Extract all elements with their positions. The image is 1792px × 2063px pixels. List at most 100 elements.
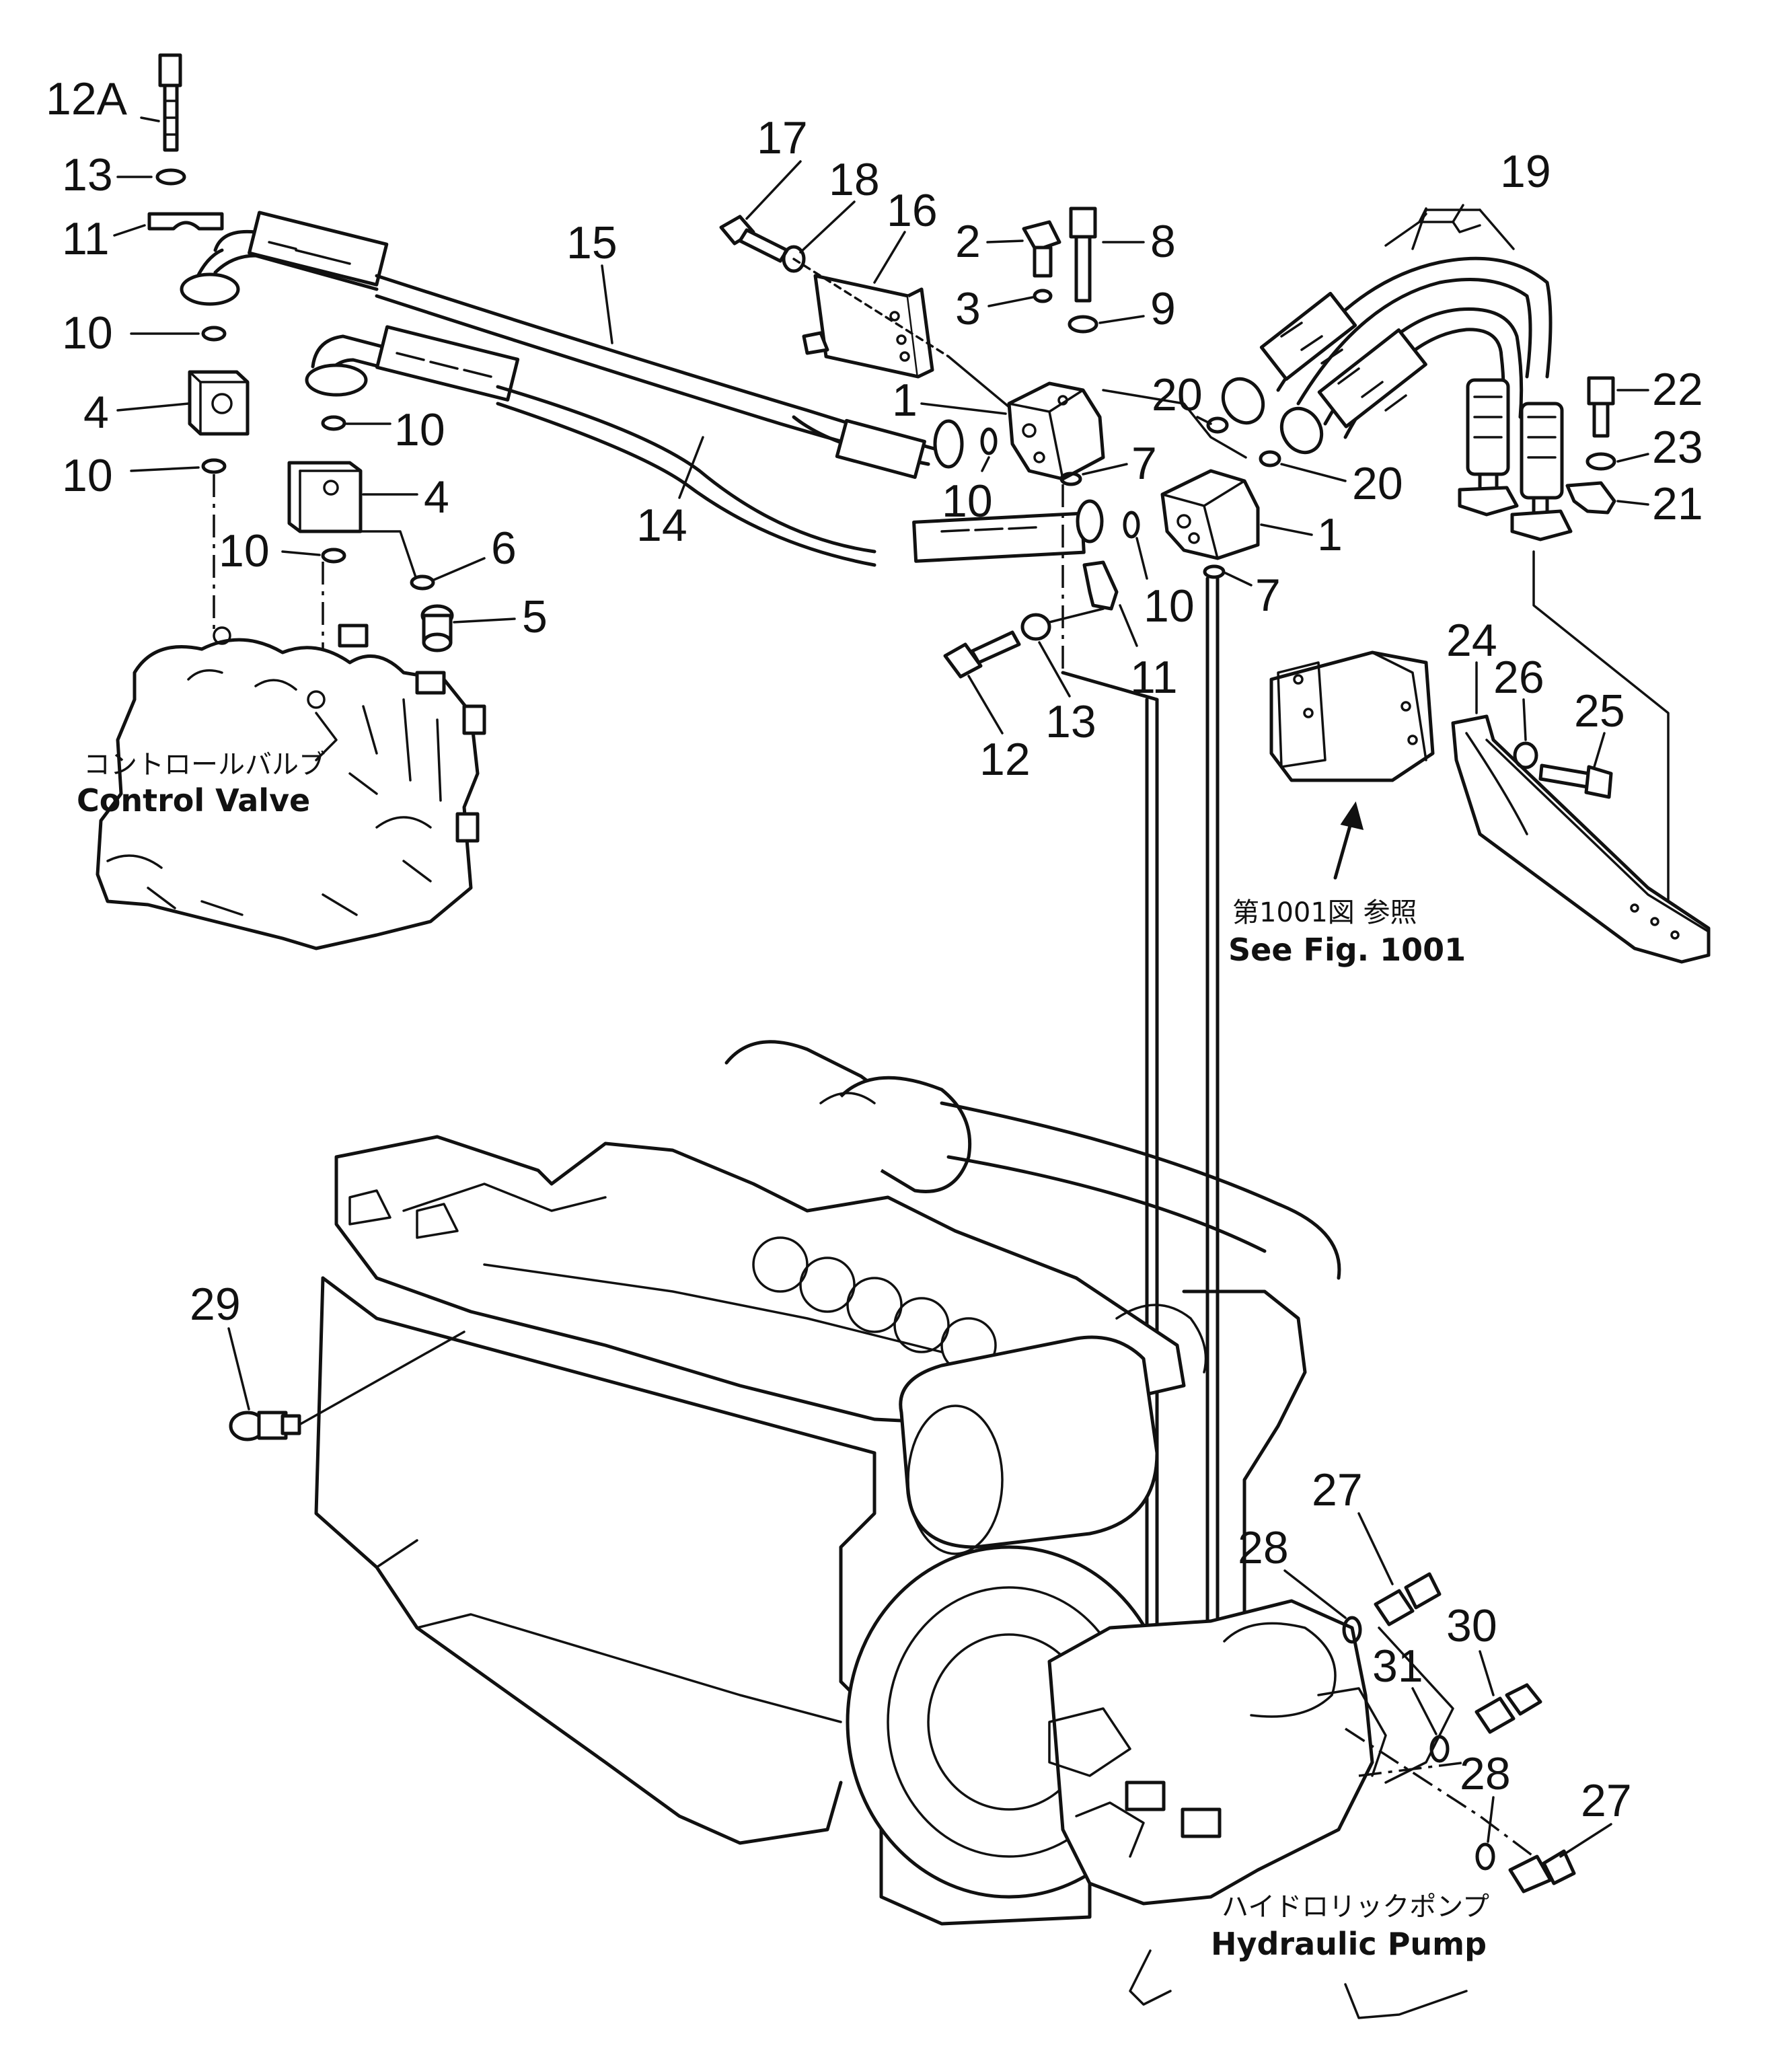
bolt-8-drawing (1069, 207, 1097, 303)
callout-11-b: 11 (1130, 652, 1178, 703)
callout-24: 24 (1446, 615, 1497, 666)
callout-27-a: 27 (1312, 1464, 1363, 1515)
fitting-29-drawing (229, 1330, 465, 1441)
oring-28-a-drawing (1342, 1616, 1362, 1644)
hydraulic-pump-label: Hydraulic Pump (1211, 1926, 1487, 1962)
control-valve-label-jp: コントロールバルブ (83, 749, 326, 780)
callout-29: 29 (190, 1279, 241, 1330)
see-fig-label: See Fig. 1001 (1228, 932, 1466, 968)
plug-30-drawing (1474, 1683, 1542, 1734)
callout-11-a: 11 (62, 213, 110, 264)
bracket-19-label-bracket (1384, 213, 1481, 247)
washer-9-drawing (1068, 315, 1098, 334)
hose-19-drawing (1221, 256, 1573, 541)
callout-23: 23 (1652, 422, 1703, 473)
hose-14-drawing (305, 325, 1104, 567)
washer-18-drawing (782, 245, 806, 273)
callout-30: 30 (1446, 1600, 1497, 1651)
callout-3: 3 (955, 283, 981, 334)
callout-12A: 12A (46, 73, 128, 124)
oring-10-b-drawing (321, 415, 346, 431)
fitting-27-b-drawing (1508, 1849, 1576, 1893)
block-4-b-drawing (287, 461, 363, 533)
see-fig-label-jp: 第1001図 参照 (1232, 897, 1417, 928)
callout-10-b: 10 (394, 404, 445, 455)
callout-2: 2 (955, 216, 981, 267)
washer-13-drawing (155, 168, 186, 186)
callout-13-b: 13 (1045, 696, 1096, 747)
callout-1-b: 1 (1317, 509, 1343, 560)
oring-10-d-drawing (321, 548, 346, 564)
callout-13-a: 13 (62, 149, 113, 200)
callout-18: 18 (829, 154, 880, 205)
hose-15-drawing (180, 211, 964, 480)
engine-drawing (314, 1040, 1535, 2019)
callout-10-e: 10 (942, 476, 993, 527)
callout-17: 17 (757, 112, 808, 163)
callout-4-a: 4 (83, 387, 109, 438)
callout-20-a: 20 (1152, 369, 1203, 420)
callout-14: 14 (636, 500, 687, 551)
oring-10-e-drawing (980, 427, 998, 455)
callout-7-b: 7 (1255, 570, 1281, 621)
block-1-b-drawing (1160, 469, 1260, 560)
callout-labels: 12A 13 11 10 4 10 10 4 10 6 5 15 14 17 1… (46, 73, 1703, 1858)
callout-26: 26 (1493, 652, 1544, 703)
bolt-12-drawing (943, 630, 1021, 679)
oring-7-b-drawing (1203, 564, 1226, 579)
bracket-see-fig-drawing (1269, 650, 1435, 782)
oring-6-drawing (410, 574, 435, 591)
clamp-11-b-drawing (1082, 560, 1119, 611)
callout-25: 25 (1574, 685, 1625, 737)
oring-31-drawing (1429, 1735, 1450, 1763)
clamp-11-drawing (147, 212, 224, 231)
callout-27-b: 27 (1581, 1775, 1632, 1826)
bracket-24-drawing (1451, 714, 1711, 964)
oring-20-a-drawing (1206, 416, 1229, 434)
washer-13-b-drawing (1020, 613, 1051, 641)
callout-12: 12 (979, 734, 1031, 785)
fitting-2-drawing (1022, 220, 1061, 278)
callout-10-c: 10 (62, 450, 113, 501)
callout-10-d: 10 (219, 525, 270, 576)
oring-20-b-drawing (1259, 450, 1281, 467)
callout-4-b: 4 (424, 472, 449, 523)
block-4-a-drawing (188, 370, 250, 436)
bolt-25-drawing (1538, 763, 1613, 799)
callout-21: 21 (1652, 478, 1703, 529)
callout-9: 9 (1150, 283, 1176, 334)
callout-28-a: 28 (1238, 1522, 1289, 1573)
oring-10-a-drawing (201, 326, 227, 342)
bolt-17-drawing (719, 215, 789, 263)
clamp-21-drawing (1565, 481, 1616, 515)
hydraulic-pump-label-jp: ハイドロリックポンプ (1222, 1891, 1489, 1922)
control-valve-label: Control Valve (77, 782, 310, 819)
oring-28-b-drawing (1475, 1842, 1495, 1871)
bolt-12a-drawing (158, 53, 182, 152)
washer-23-drawing (1585, 452, 1616, 471)
callout-5: 5 (522, 591, 548, 642)
callout-22: 22 (1652, 364, 1703, 415)
oring-10-c-drawing (201, 458, 227, 474)
bolt-22-drawing (1587, 376, 1615, 438)
callout-7-a: 7 (1131, 438, 1157, 489)
callout-28-b: 28 (1460, 1748, 1511, 1799)
callout-8: 8 (1150, 216, 1176, 267)
callout-16: 16 (887, 185, 938, 236)
oring-10-f-drawing (1123, 511, 1140, 539)
callout-10-a: 10 (62, 307, 113, 359)
oring-7-a-drawing (1059, 472, 1082, 486)
plug-5-drawing (420, 604, 454, 652)
callout-6: 6 (491, 523, 517, 574)
callout-19: 19 (1500, 146, 1551, 197)
washer-26-drawing (1513, 741, 1538, 770)
fitting-27-a-drawing (1374, 1572, 1442, 1626)
block-1-a-drawing (1007, 381, 1105, 481)
callout-1-a: 1 (892, 375, 918, 426)
callout-20-b: 20 (1352, 458, 1403, 509)
control-valve-drawing (96, 624, 486, 950)
bracket-16-drawing (792, 258, 950, 379)
callout-31: 31 (1372, 1641, 1423, 1692)
oring-3-drawing (1033, 289, 1053, 303)
